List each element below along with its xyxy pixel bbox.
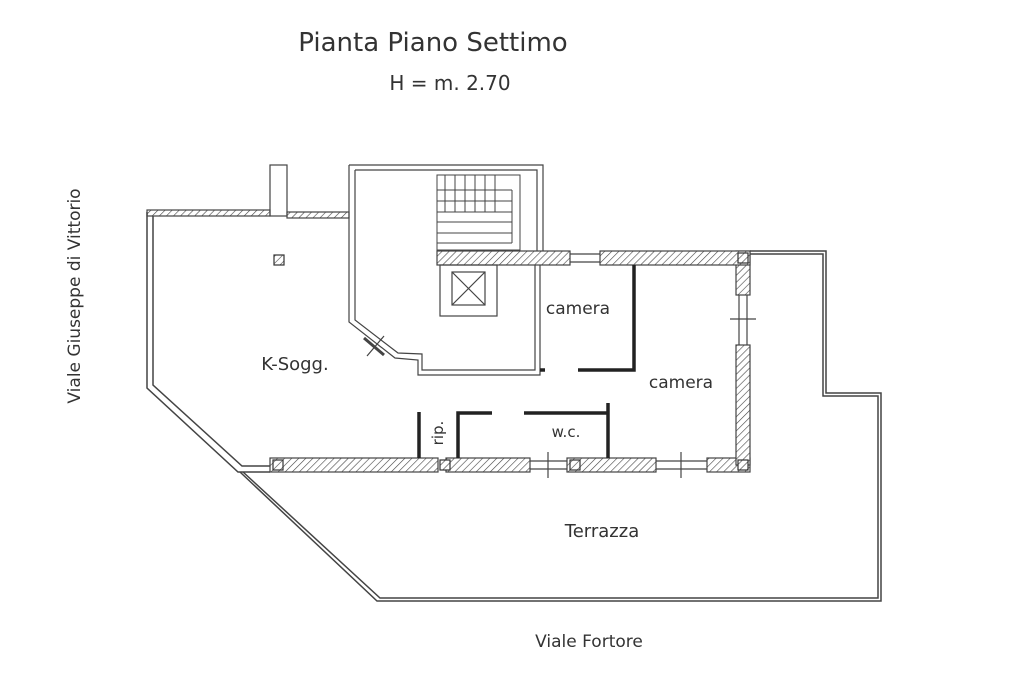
elevator-icon — [439, 264, 498, 317]
street-label-south: Viale Fortore — [535, 632, 643, 652]
room-label-bathroom: w.c. — [552, 423, 581, 441]
stairwell — [348, 164, 544, 376]
terrace-outline — [239, 250, 882, 602]
height-note: H = m. 2.70 — [389, 71, 510, 95]
exterior-walls — [146, 164, 751, 473]
room-label-storage: rip. — [429, 421, 447, 446]
stairs-icon — [436, 174, 521, 251]
street-label-west: Viale Giuseppe di Vittorio — [65, 188, 85, 403]
plan-title: Pianta Piano Settimo — [298, 28, 567, 58]
windows — [530, 253, 756, 478]
room-label-living: K-Sogg. — [261, 354, 328, 375]
room-label-bedroom-2: camera — [649, 373, 713, 393]
room-label-bedroom-1: camera — [546, 299, 610, 319]
interior-walls — [417, 265, 636, 458]
room-label-terrace: Terrazza — [564, 521, 639, 542]
column-icon — [272, 252, 749, 471]
